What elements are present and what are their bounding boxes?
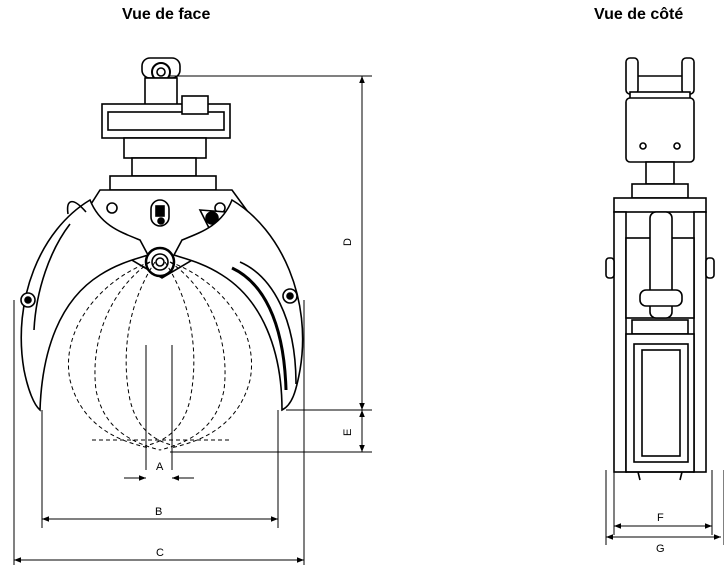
jaw-swing-arcs <box>68 261 252 451</box>
dimension-d-label: D <box>342 238 354 246</box>
rotator-mount <box>101 57 231 191</box>
side-view-title: Vue de côté <box>594 6 684 23</box>
left-jaw <box>20 198 150 412</box>
right-jaw <box>172 198 304 412</box>
dimension-b-label: B <box>155 506 162 518</box>
dimension-f-label: F <box>657 512 664 524</box>
front-view-title: Vue de face <box>122 6 211 23</box>
front-dimensions <box>13 75 372 565</box>
dimension-e-label: E <box>342 429 354 436</box>
side-frame <box>605 197 715 481</box>
side-rotator-mount <box>625 57 695 199</box>
side-dimensions <box>605 470 724 545</box>
dimension-a-label: A <box>156 461 164 473</box>
front-view-drawing <box>20 57 304 470</box>
side-view-drawing <box>605 57 715 481</box>
dimension-g-label: G <box>656 543 665 555</box>
dimension-c-label: C <box>156 547 164 559</box>
